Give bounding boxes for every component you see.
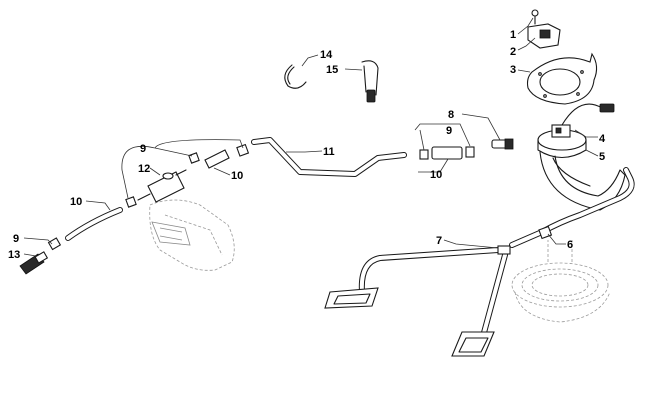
callout-4: 4 [599,133,606,145]
callout-9-right: 9 [446,125,452,137]
gasket-plate-part [526,52,598,105]
callout-7: 7 [436,235,442,247]
callout-2: 2 [510,46,516,58]
fuel-line-main [251,137,407,177]
screw-part [531,9,539,25]
callout-6: 6 [567,239,573,251]
clamp-mid-a [236,143,250,157]
callout-9-mid: 9 [140,143,146,155]
tank-ghost-right [511,240,611,323]
end-fitting-part [19,251,49,275]
pump-connector-part [561,103,615,126]
vent-pad-right [451,331,495,357]
clamp-right-b [465,146,475,158]
callout-9-left: 9 [13,233,19,245]
leader-lines [23,17,599,257]
callout-5: 5 [599,151,605,163]
hose-left-part [65,207,123,241]
callout-14: 14 [320,49,333,61]
vent-pad-left [324,287,379,309]
clamp-left-a [125,196,137,208]
quick-connect-fitting-part [491,138,514,150]
callout-11: 11 [323,146,335,158]
callout-10-right: 10 [430,169,442,181]
fuel-filter-part [137,169,187,203]
callout-13: 13 [8,249,20,261]
vent-line-part [358,167,635,343]
clamp-mid-b [188,152,200,164]
vent-fitting-part [538,225,553,240]
spring-clip-part [284,64,307,89]
callout-10-mid: 10 [231,170,243,182]
clamp-right-a [419,149,429,160]
fuel-pump-assembly-part [537,124,626,211]
hose-mid-part [204,149,230,169]
hose-clamp-part [361,60,379,103]
callout-8: 8 [448,109,454,121]
hose-right-part [431,146,463,160]
callout-15: 15 [326,64,338,76]
callout-12: 12 [138,163,150,175]
callout-10-left: 10 [70,196,82,208]
callout-1: 1 [510,29,516,41]
callout-3: 3 [510,64,516,76]
clamp-left-b [47,237,62,251]
bracket-part [527,23,561,49]
frame-ghost-left [149,199,235,271]
